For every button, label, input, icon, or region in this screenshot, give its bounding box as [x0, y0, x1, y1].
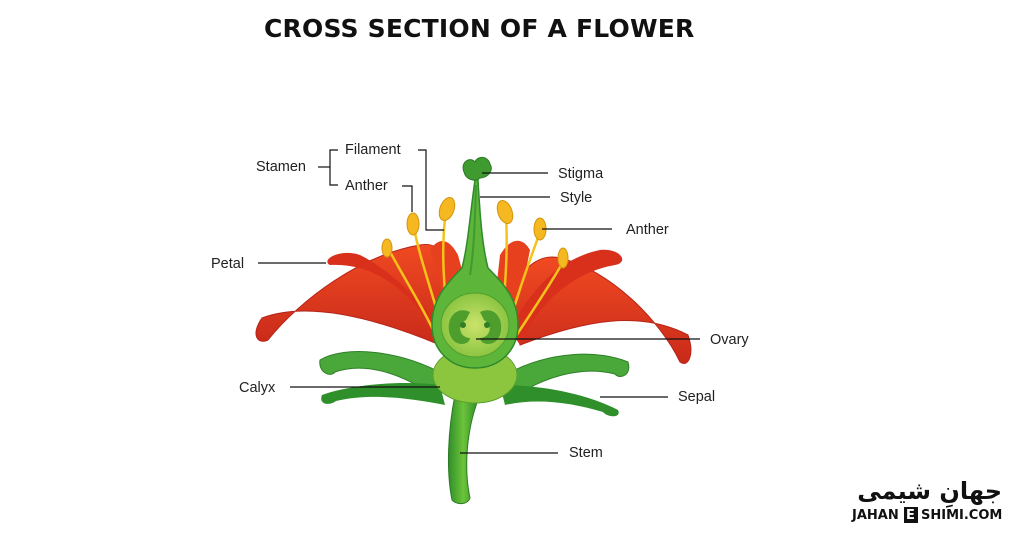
- petals: [255, 240, 692, 364]
- ovule-left: [448, 310, 470, 344]
- label-style: Style: [560, 190, 592, 206]
- anther-3: [438, 196, 456, 222]
- label-filament: Filament: [345, 142, 401, 158]
- logo-persian: جهانِ شیمی: [857, 477, 1002, 508]
- ovule-right: [480, 310, 502, 344]
- logo-latin-right: SHIMI.COM: [921, 508, 1002, 523]
- logo-latin-left: JAHAN: [851, 508, 899, 523]
- anther-left-line: [402, 185, 413, 212]
- label-stem: Stem: [569, 445, 603, 461]
- page-title: CROSS SECTION OF A FLOWER: [264, 14, 695, 43]
- logo-latin-e: E: [906, 508, 915, 523]
- sepal-left: [319, 351, 446, 401]
- ovule-dot-right: [484, 322, 490, 328]
- filament-line: [418, 149, 444, 231]
- label-petal: Petal: [211, 256, 244, 272]
- logo: جهانِ شیمی JAHAN E SHIMI.COM: [851, 477, 1002, 523]
- anthers: [381, 196, 569, 269]
- label-calyx: Calyx: [239, 380, 276, 396]
- anther-4: [496, 199, 514, 225]
- stigma: [462, 156, 492, 181]
- logo-e-badge: [904, 507, 918, 523]
- anther-2: [406, 212, 420, 236]
- stem: [447, 394, 479, 505]
- label-anther-left: Anther: [345, 178, 388, 194]
- leader-lines: [258, 149, 700, 454]
- stamen-bracket: [329, 149, 338, 186]
- label-sepal: Sepal: [678, 389, 715, 405]
- anther-6: [557, 247, 569, 269]
- labels: Stamen Filament Anther Stigma Style Anth…: [211, 142, 749, 461]
- anther-1: [381, 238, 393, 258]
- label-ovary: Ovary: [710, 332, 749, 348]
- ovule-dot-left: [460, 322, 466, 328]
- sepal-left-lower: [321, 383, 445, 405]
- sepals: [319, 351, 630, 417]
- label-stamen: Stamen: [256, 159, 306, 175]
- sepal-right-lower: [500, 385, 619, 417]
- petal-right-back: [510, 249, 623, 345]
- petal-left-back: [327, 252, 445, 345]
- sepal-right: [504, 353, 630, 401]
- style: [469, 184, 477, 276]
- label-anther-right: Anther: [626, 222, 669, 238]
- label-stigma: Stigma: [558, 166, 604, 182]
